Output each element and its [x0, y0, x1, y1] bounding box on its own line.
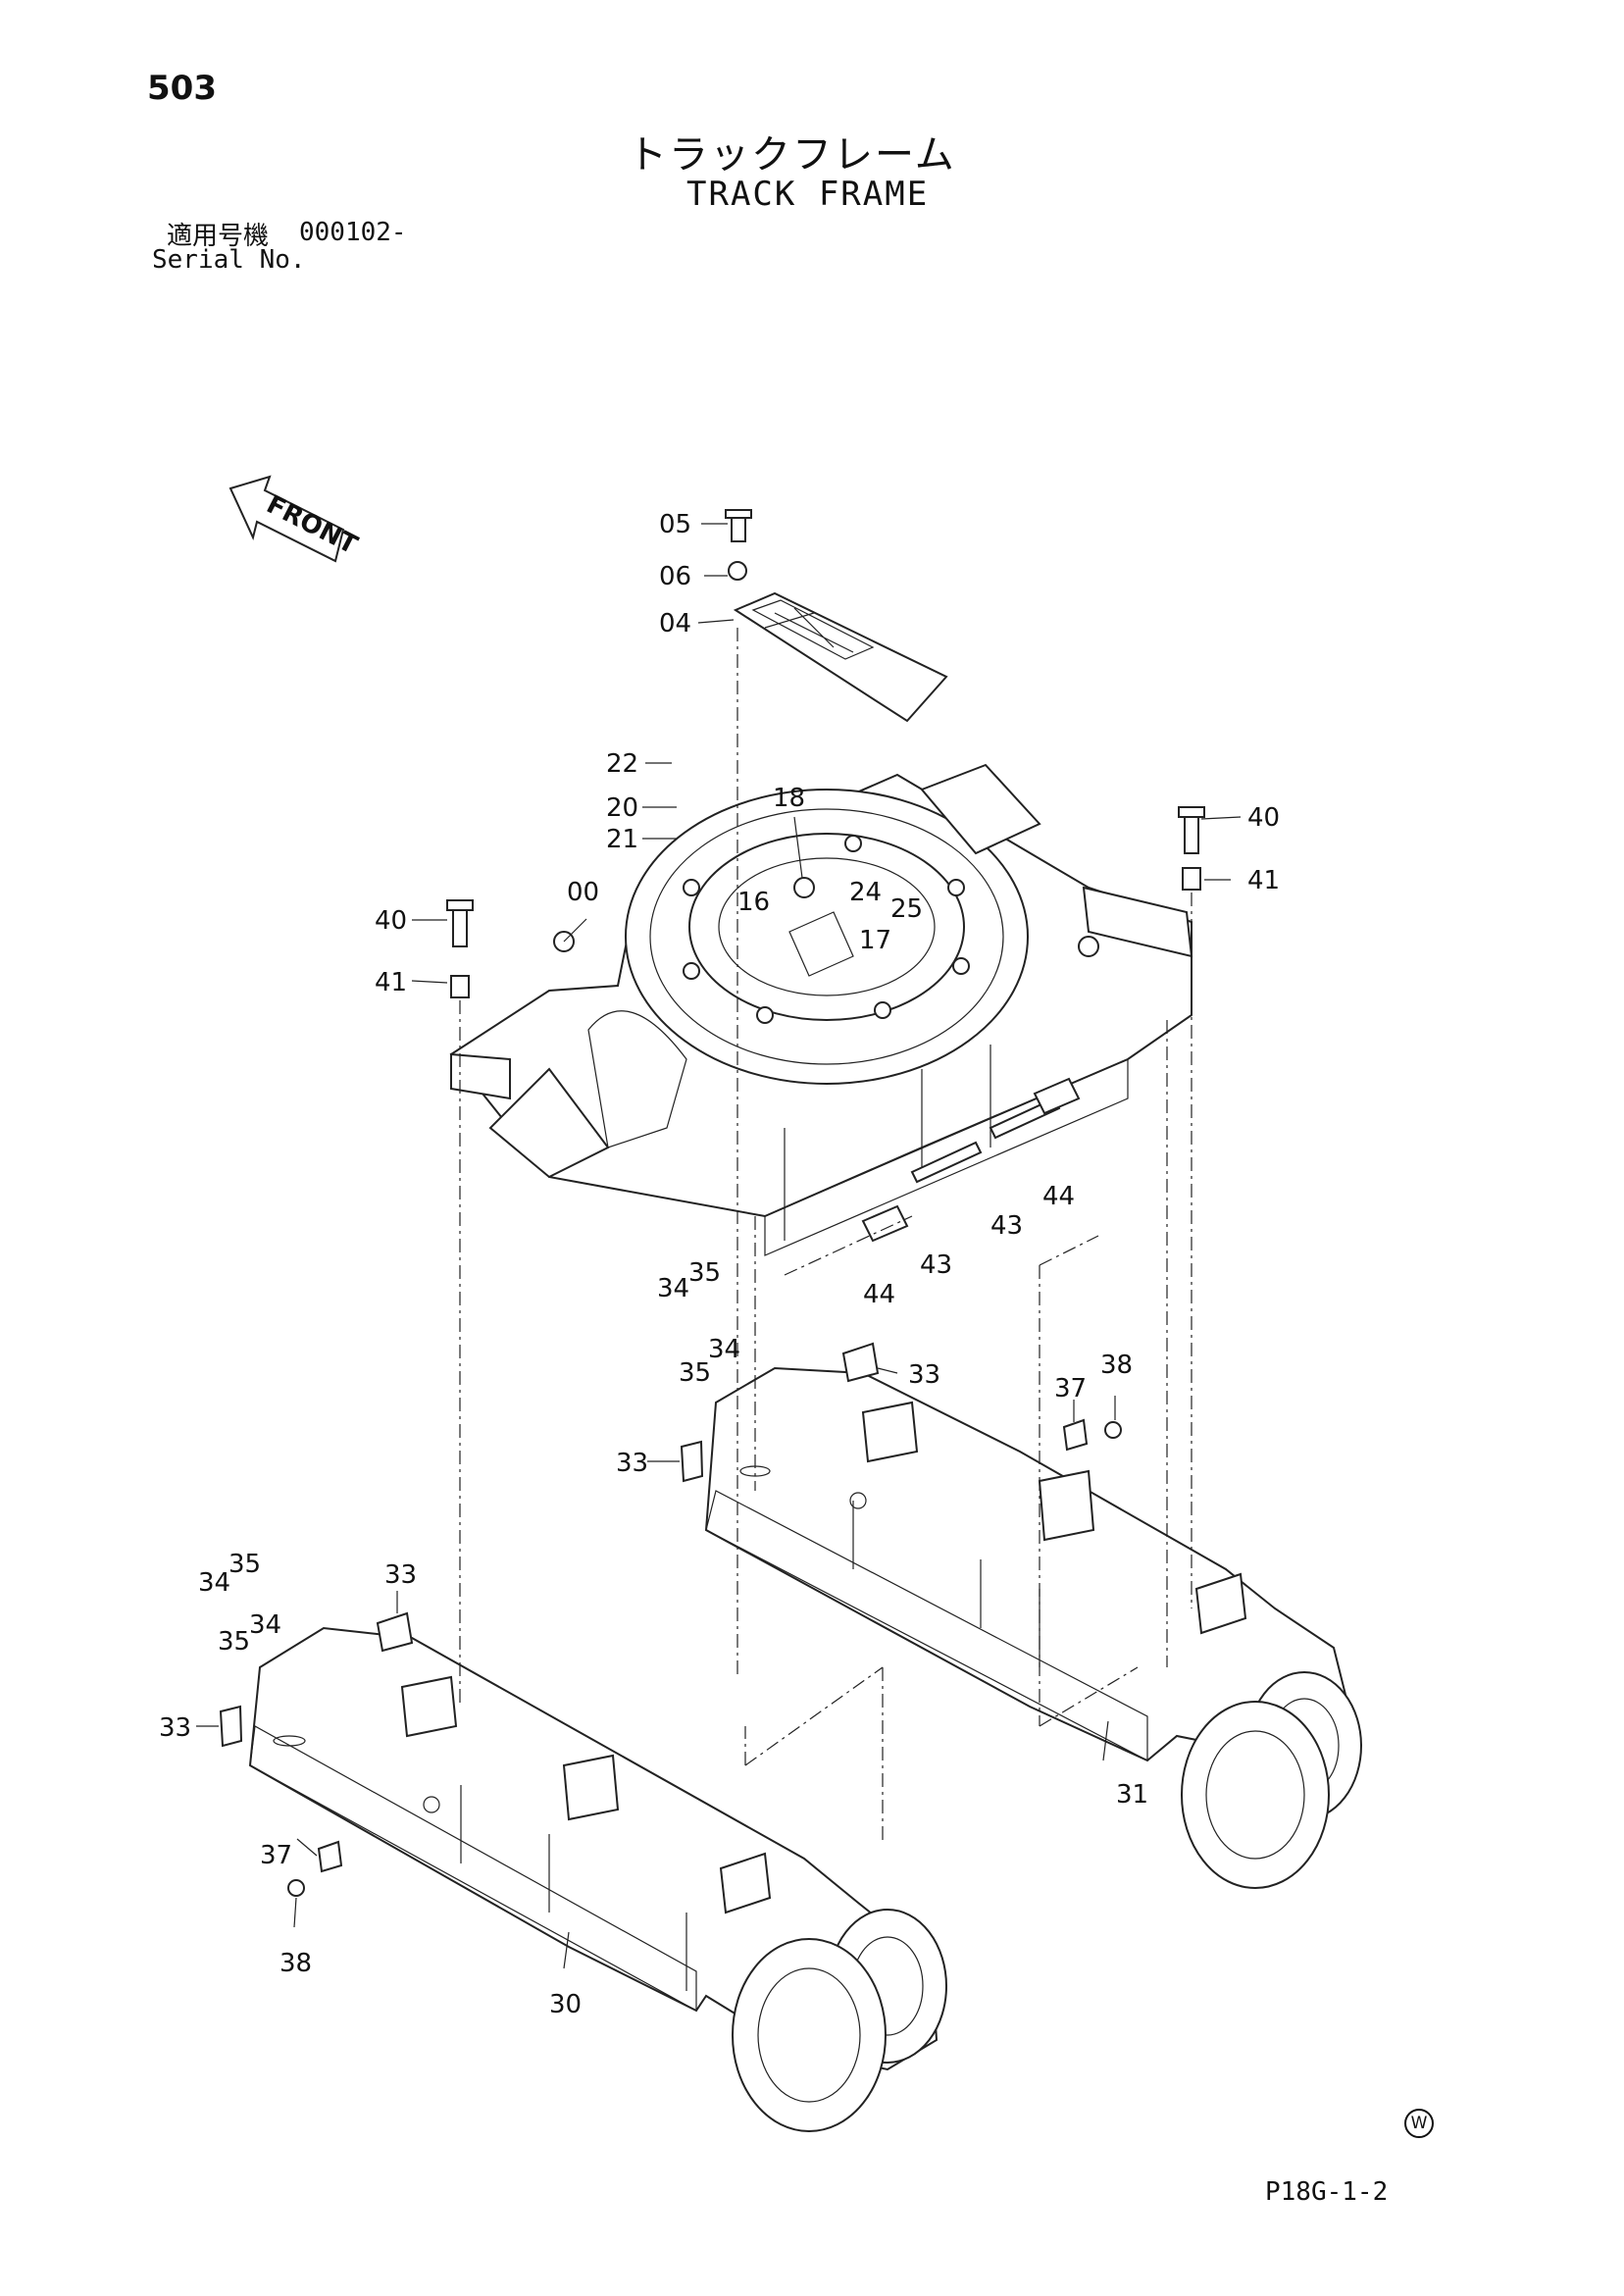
bolts-and-spacers: [446, 806, 1205, 1243]
callout-18: 18: [773, 784, 805, 813]
callout-04: 04: [659, 609, 691, 638]
callout-16: 16: [737, 888, 770, 917]
callout-41-left: 41: [375, 968, 407, 997]
callout-40-left: 40: [375, 906, 407, 936]
callout-20: 20: [606, 793, 638, 823]
serial-label-english: Serial No.: [152, 245, 306, 275]
callout-44-upper: 44: [1042, 1182, 1075, 1211]
serial-label-japanese: 適用号機: [167, 222, 270, 251]
callout-40-right: 40: [1247, 803, 1280, 833]
callout-34-b: 34: [708, 1335, 740, 1364]
callout-30: 30: [549, 1990, 582, 2019]
cover-plate: [725, 509, 948, 723]
callout-38-right: 38: [1100, 1351, 1133, 1380]
callout-24: 24: [849, 878, 882, 907]
callout-38-left: 38: [279, 1949, 312, 1978]
callout-34-d: 34: [249, 1610, 281, 1640]
callout-22: 22: [606, 749, 638, 779]
callout-44-lower: 44: [863, 1280, 895, 1309]
title-english: TRACK FRAME: [686, 175, 930, 214]
callout-21: 21: [606, 825, 638, 854]
callout-00: 00: [567, 878, 599, 907]
alignment-lines: [459, 628, 1193, 1844]
callout-31: 31: [1116, 1780, 1148, 1810]
part-callouts: 05 06 04 22 20 21 18 16 24 25 17 00 40 4…: [159, 510, 1280, 2019]
serial-value: 000102-: [299, 218, 407, 247]
callout-43-lower: 43: [920, 1250, 952, 1280]
callout-37-right: 37: [1054, 1374, 1087, 1403]
callout-33-left-a: 33: [616, 1449, 648, 1478]
front-arrow-icon: FRONT: [228, 475, 362, 563]
page-number: 503: [147, 69, 217, 108]
lower-track-frame-left: [219, 1611, 947, 2132]
callout-06: 06: [659, 562, 691, 591]
leader-lines: [196, 523, 1242, 1969]
callout-33-lower-left: 33: [159, 1713, 191, 1743]
callout-05: 05: [659, 510, 691, 539]
callout-35-a: 35: [688, 1258, 721, 1288]
callout-35-d: 35: [218, 1627, 250, 1657]
callout-34-c: 34: [198, 1568, 230, 1598]
callout-41-right: 41: [1247, 866, 1280, 895]
page-code: P18G-1-2: [1265, 2177, 1389, 2207]
w-mark: W: [1404, 2109, 1434, 2138]
callout-37-left: 37: [260, 1841, 292, 1870]
callout-33-upper: 33: [908, 1360, 940, 1390]
callout-17: 17: [859, 926, 891, 955]
callout-33-lower-top: 33: [384, 1560, 417, 1590]
upper-center-frame: [449, 763, 1193, 1256]
callout-35-c: 35: [228, 1550, 261, 1579]
callout-25: 25: [890, 894, 923, 924]
lower-track-frame-right: [680, 1342, 1362, 1889]
title-japanese: トラックフレーム: [628, 132, 956, 178]
callout-43-upper: 43: [990, 1211, 1023, 1241]
callout-34-a: 34: [657, 1274, 689, 1303]
callout-35-b: 35: [679, 1358, 711, 1388]
